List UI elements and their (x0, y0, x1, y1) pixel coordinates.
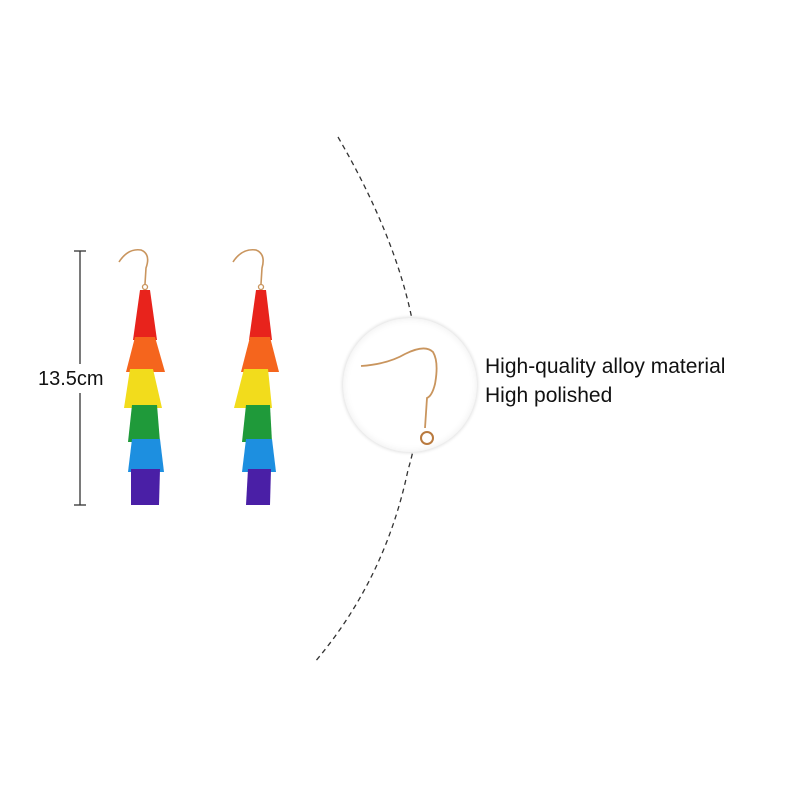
earring-left (118, 248, 165, 505)
feature-text: High-quality alloy material High polishe… (485, 352, 725, 410)
dimension-label: 13.5cm (38, 365, 104, 393)
dashed-arc (313, 136, 421, 664)
dimension-line (74, 250, 86, 506)
feature-line-material: High-quality alloy material (485, 355, 726, 378)
earring-right (232, 248, 279, 505)
feature-line-finish: High polished (485, 384, 613, 407)
ear-hook-icon (360, 347, 438, 445)
detail-magnifier-circle (343, 318, 477, 452)
